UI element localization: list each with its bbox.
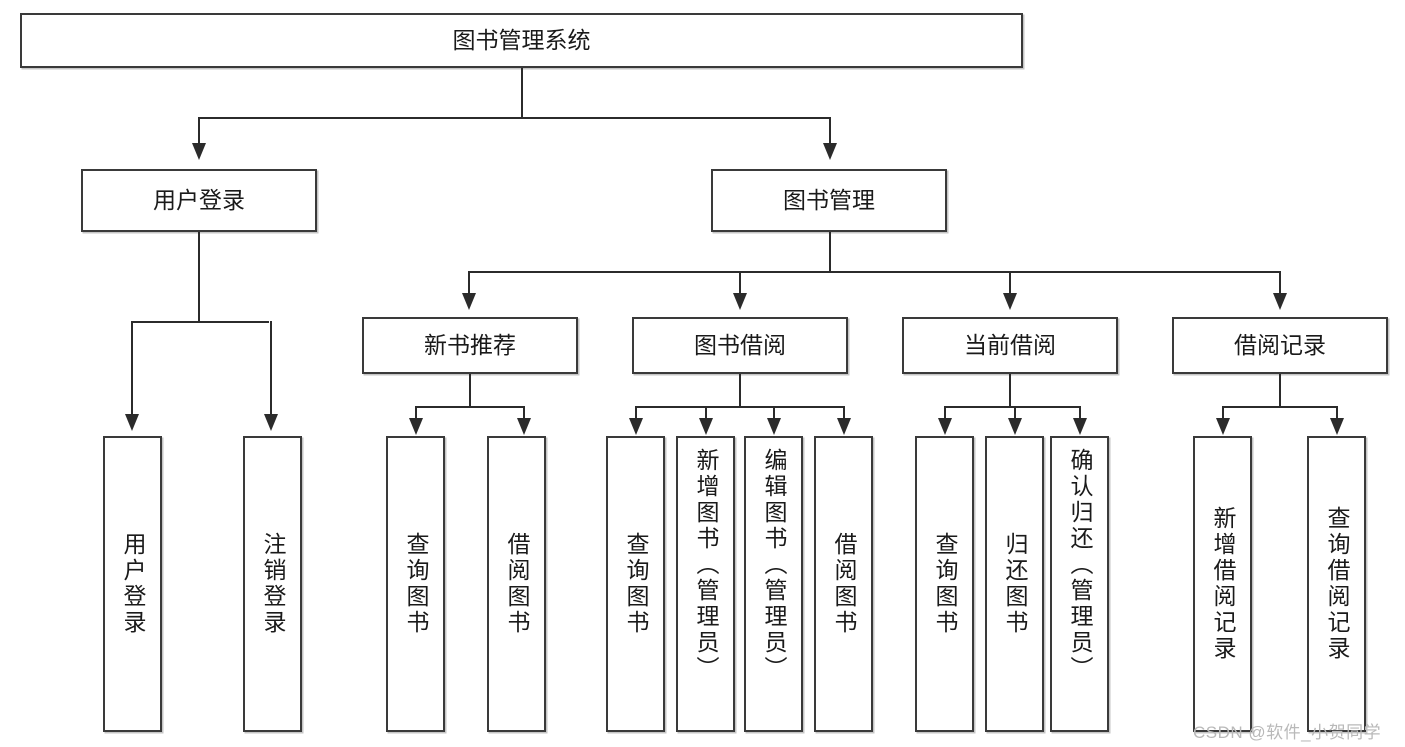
arrow-user-login-to-leaf-0 <box>125 414 139 431</box>
connector-br-to-leaf-1 <box>1336 406 1338 420</box>
connector-book-borrow-bar <box>635 406 845 408</box>
arrow-cb-to-leaf-0 <box>938 418 952 435</box>
node-label: 图书借阅 <box>694 331 786 358</box>
csdn-watermark: CSDN @软件_小贺同学 <box>1193 723 1382 742</box>
node-book-borrow[interactable]: 图书借阅 <box>632 317 848 374</box>
connector-book-management-bar <box>468 271 1280 273</box>
arrow-br-to-leaf-0 <box>1216 418 1230 435</box>
arrow-bb-to-leaf-3 <box>837 418 851 435</box>
node-label: 图书管理系统 <box>452 26 591 53</box>
connector-bm-to-new-book <box>468 271 470 295</box>
connector-bm-to-current-borrow <box>1009 271 1011 295</box>
connector-bm-to-book-borrow <box>739 271 741 295</box>
node-book-management[interactable]: 图书管理 <box>711 169 947 232</box>
arrow-bm-to-current-borrow <box>1003 293 1017 310</box>
connector-bb-to-leaf-0 <box>635 406 637 420</box>
connector-bb-to-leaf-2 <box>773 406 775 420</box>
arrow-bm-to-book-borrow <box>733 293 747 310</box>
node-label: 新增图书（管理员） <box>693 448 719 682</box>
leaf-book-borrow-add-book-admin[interactable]: 新增图书（管理员） <box>676 436 735 732</box>
node-label: 当前借阅 <box>964 331 1056 358</box>
arrow-new-book-to-leaf-0 <box>409 418 423 435</box>
leaf-current-borrow-query-books[interactable]: 查询图书 <box>915 436 974 732</box>
connector-br-to-leaf-0 <box>1222 406 1224 420</box>
leaf-book-borrow-query-books[interactable]: 查询图书 <box>606 436 665 732</box>
node-user-login[interactable]: 用户登录 <box>81 169 317 232</box>
leaf-new-book-borrow-books[interactable]: 借阅图书 <box>487 436 546 732</box>
node-label: 借阅图书 <box>831 532 857 636</box>
connector-user-login-to-leaf-0 <box>131 321 133 416</box>
arrow-bb-to-leaf-0 <box>629 418 643 435</box>
arrow-user-login-to-leaf-1 <box>264 414 278 431</box>
connector-current-borrow-stem <box>1009 374 1011 407</box>
leaf-user-login-logout[interactable]: 注销登录 <box>243 436 302 732</box>
connector-borrow-record-bar <box>1222 406 1338 408</box>
node-label: 确认归还（管理员） <box>1067 448 1093 682</box>
node-label: 借阅图书 <box>504 532 530 636</box>
connector-new-book-to-leaf-0 <box>415 406 417 420</box>
leaf-current-borrow-confirm-return-admin[interactable]: 确认归还（管理员） <box>1050 436 1109 732</box>
connector-borrow-record-stem <box>1279 374 1281 407</box>
connector-bb-to-leaf-3 <box>843 406 845 420</box>
node-label: 查询借阅记录 <box>1324 506 1350 662</box>
arrow-bb-to-leaf-2 <box>767 418 781 435</box>
node-current-borrow[interactable]: 当前借阅 <box>902 317 1118 374</box>
connector-cb-to-leaf-1 <box>1014 406 1016 420</box>
arrow-br-to-leaf-1 <box>1330 418 1344 435</box>
arrow-cb-to-leaf-1 <box>1008 418 1022 435</box>
connector-user-login-bar <box>131 321 269 323</box>
connector-current-borrow-bar <box>944 406 1081 408</box>
node-label: 编辑图书（管理员） <box>761 448 787 682</box>
arrow-root-to-book-management <box>823 143 837 160</box>
node-label: 归还图书 <box>1002 532 1028 636</box>
arrow-new-book-to-leaf-1 <box>517 418 531 435</box>
connector-cb-to-leaf-2 <box>1079 406 1081 420</box>
leaf-borrow-record-add-record[interactable]: 新增借阅记录 <box>1193 436 1252 732</box>
node-label: 新增借阅记录 <box>1210 506 1236 662</box>
connector-new-book-bar <box>415 406 525 408</box>
node-label: 图书管理 <box>783 186 875 213</box>
node-label: 查询图书 <box>403 532 429 636</box>
connector-user-login-stem <box>198 232 200 322</box>
connector-cb-to-leaf-0 <box>944 406 946 420</box>
arrow-cb-to-leaf-2 <box>1073 418 1087 435</box>
node-borrow-record[interactable]: 借阅记录 <box>1172 317 1388 374</box>
connector-user-login-to-leaf-1 <box>270 321 272 416</box>
node-root-book-management-system[interactable]: 图书管理系统 <box>20 13 1023 68</box>
connector-root-stem <box>521 68 523 118</box>
connector-root-to-user-login <box>198 117 200 145</box>
node-label: 查询图书 <box>932 532 958 636</box>
arrow-bm-to-borrow-record <box>1273 293 1287 310</box>
arrow-root-to-user-login <box>192 143 206 160</box>
leaf-borrow-record-query-record[interactable]: 查询借阅记录 <box>1307 436 1366 732</box>
connector-bb-to-leaf-1 <box>705 406 707 420</box>
leaf-current-borrow-return-books[interactable]: 归还图书 <box>985 436 1044 732</box>
node-label: 注销登录 <box>260 532 286 636</box>
leaf-user-login-login[interactable]: 用户登录 <box>103 436 162 732</box>
connector-bm-to-borrow-record <box>1279 271 1281 295</box>
leaf-book-borrow-borrow-books[interactable]: 借阅图书 <box>814 436 873 732</box>
connector-new-book-stem <box>469 374 471 407</box>
node-label: 查询图书 <box>623 532 649 636</box>
arrow-bm-to-new-book <box>462 293 476 310</box>
leaf-new-book-query-books[interactable]: 查询图书 <box>386 436 445 732</box>
node-label: 新书推荐 <box>424 331 516 358</box>
node-label: 用户登录 <box>153 186 245 213</box>
leaf-book-borrow-edit-book-admin[interactable]: 编辑图书（管理员） <box>744 436 803 732</box>
node-label: 用户登录 <box>120 532 146 636</box>
arrow-bb-to-leaf-1 <box>699 418 713 435</box>
connector-new-book-to-leaf-1 <box>523 406 525 420</box>
connector-book-borrow-stem <box>739 374 741 407</box>
connector-book-management-stem <box>829 232 831 272</box>
node-new-book-recommendation[interactable]: 新书推荐 <box>362 317 578 374</box>
node-label: 借阅记录 <box>1234 331 1326 358</box>
connector-root-bar <box>198 117 831 119</box>
connector-root-to-book-management <box>829 117 831 145</box>
